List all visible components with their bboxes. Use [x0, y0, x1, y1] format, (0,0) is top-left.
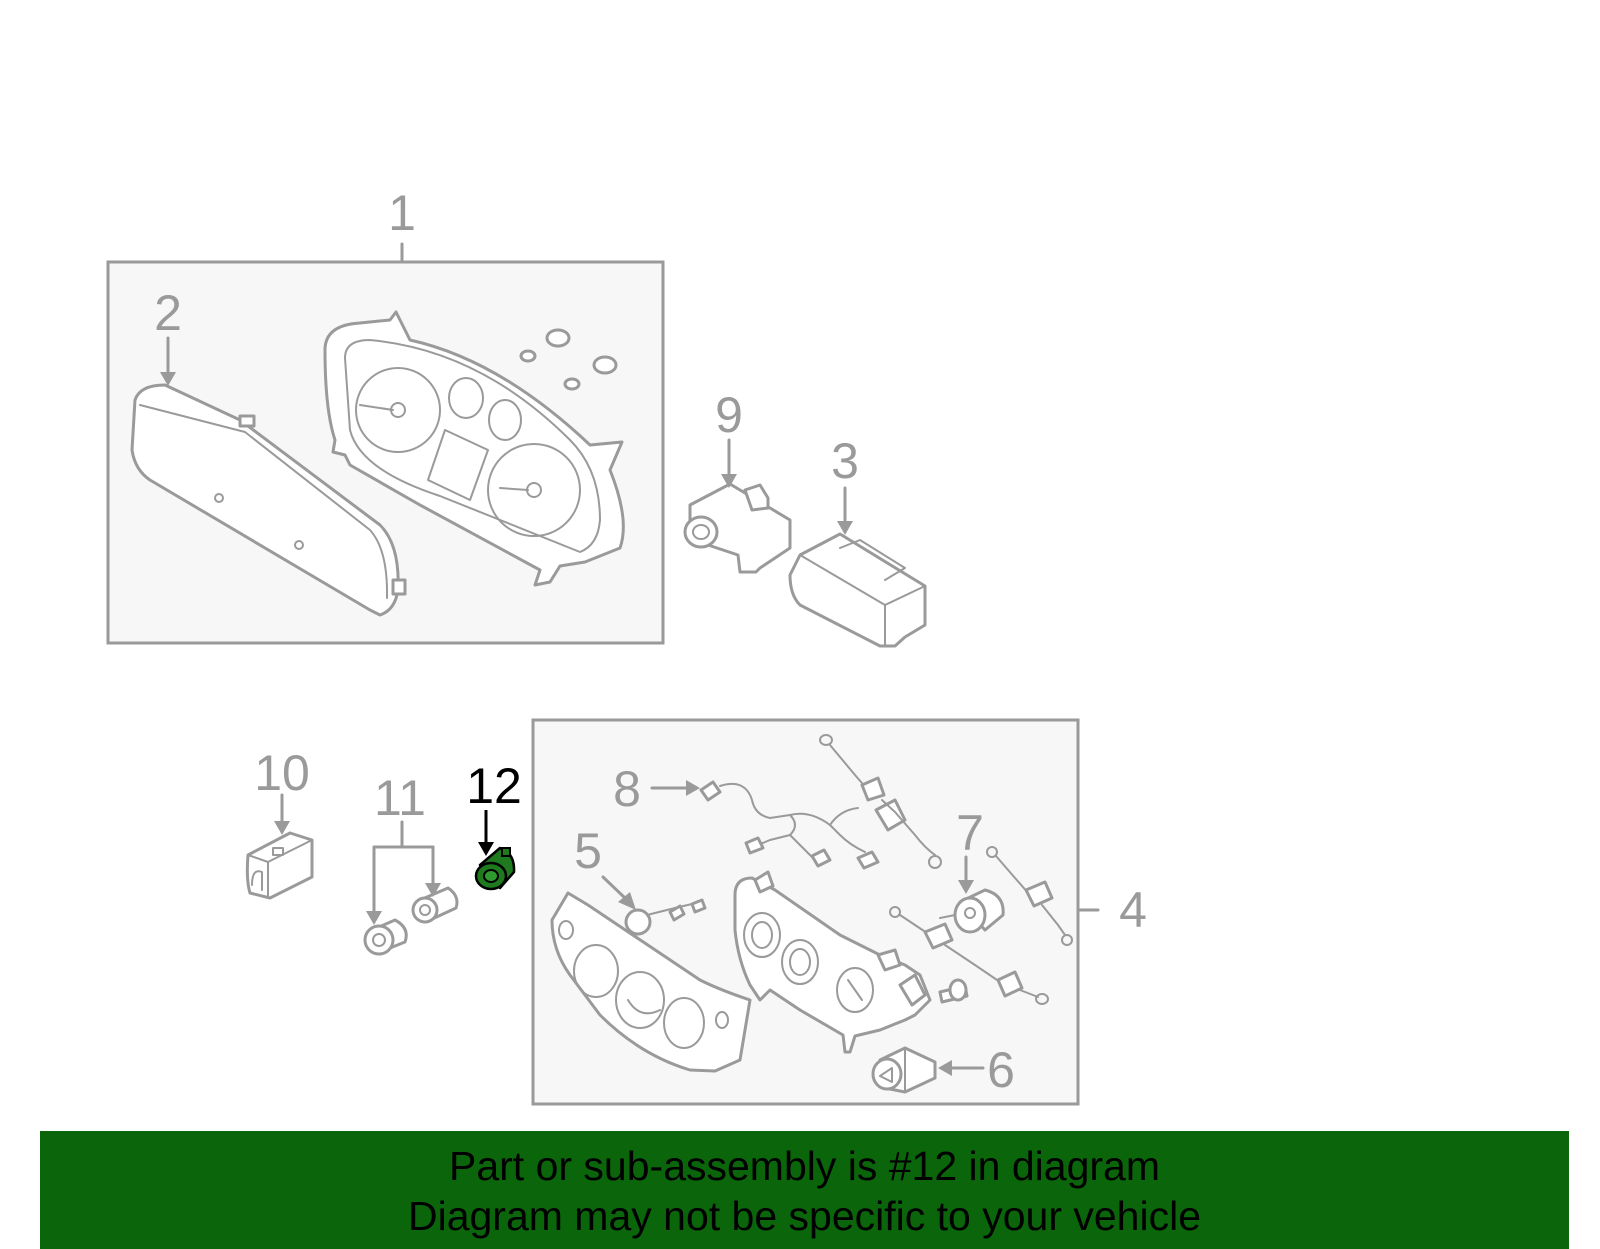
climate-control-group: 4	[531, 718, 1147, 1106]
callout-9[interactable]: 9	[715, 387, 743, 443]
callout-5[interactable]: 5	[574, 823, 602, 879]
part-3-switch-block[interactable]	[788, 532, 927, 648]
instrument-cluster-group: 1 2	[106, 185, 665, 645]
callout-1[interactable]: 1	[388, 185, 416, 241]
part-10-switch[interactable]	[245, 831, 314, 900]
part-2-cluster-lens[interactable]	[130, 383, 407, 617]
part-right-cable[interactable]	[986, 846, 1073, 946]
info-banner: Part or sub-assembly is #12 in diagram D…	[40, 1131, 1569, 1249]
callout-8[interactable]: 8	[613, 761, 641, 817]
part-screw[interactable]	[938, 978, 969, 1004]
part-lower-cable[interactable]	[889, 906, 1049, 1005]
callout-7[interactable]: 7	[956, 805, 984, 861]
part-9-switch[interactable]	[683, 482, 792, 574]
banner-line-2: Diagram may not be specific to your vehi…	[407, 1193, 1201, 1239]
part-7-actuator[interactable]	[939, 888, 1005, 934]
callout-2[interactable]: 2	[154, 285, 182, 341]
part-upper-cable[interactable]	[819, 734, 942, 869]
part-11-bulbs[interactable]	[363, 886, 459, 956]
part-6-switch[interactable]	[871, 1046, 937, 1094]
callout-12[interactable]: 12	[466, 758, 522, 814]
part-1-gauge-cluster[interactable]	[323, 310, 625, 587]
part-8-wiring-harness[interactable]	[699, 780, 880, 870]
banner-line-1: Part or sub-assembly is #12 in diagram	[449, 1143, 1160, 1189]
part-control-head[interactable]	[733, 870, 932, 1054]
callout-6[interactable]: 6	[987, 1042, 1015, 1098]
part-5-bulb[interactable]	[624, 898, 707, 936]
part-faceplate[interactable]	[550, 891, 752, 1073]
callout-3[interactable]: 3	[831, 433, 859, 489]
callout-4[interactable]: 4	[1119, 882, 1147, 938]
part-12-highlighted-socket[interactable]	[474, 846, 516, 891]
callout-10[interactable]: 10	[254, 745, 310, 801]
callout-11[interactable]: 11	[374, 770, 426, 826]
